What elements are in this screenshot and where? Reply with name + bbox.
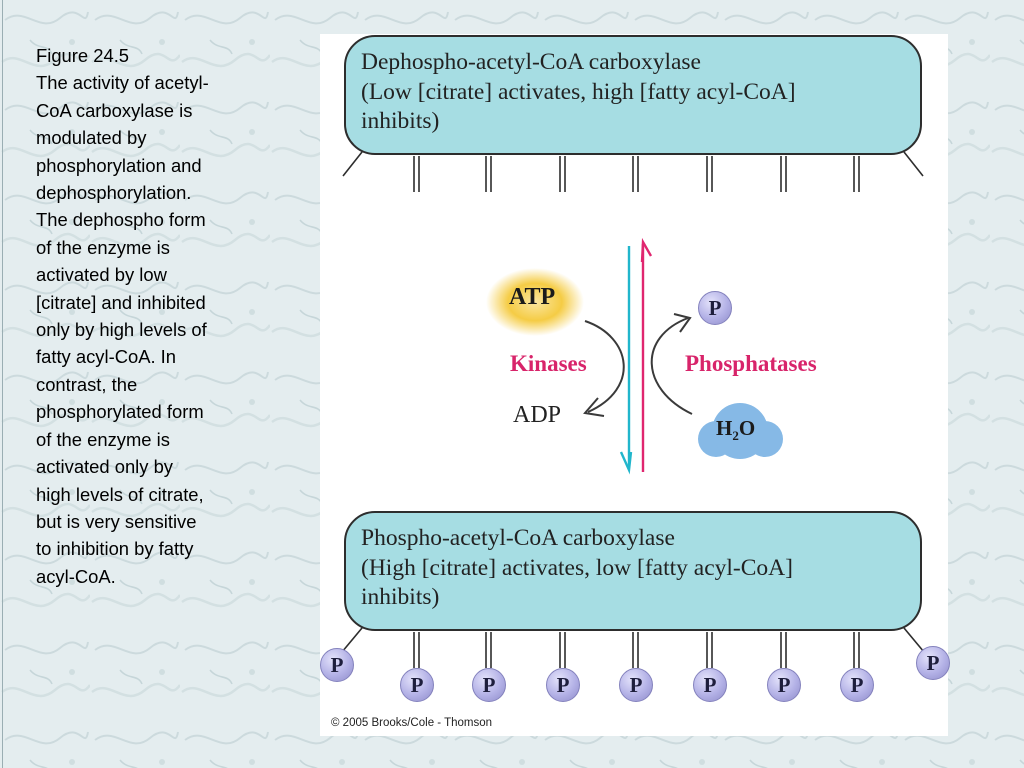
caption-line: only by high levels of [36, 319, 207, 341]
copyright-credit: © 2005 Brooks/Cole - Thomson [331, 717, 493, 729]
caption-line: but is very sensitive [36, 510, 197, 532]
kinases-label: Kinases [510, 351, 587, 376]
phosphate-icon: P [320, 648, 354, 682]
dephospho-enzyme-label: Dephospho-acetyl-CoA carboxylase (Low [c… [361, 48, 941, 137]
water-label-h: H [716, 416, 733, 440]
caption-line: CoA carboxylase is [36, 99, 193, 121]
enzyme-name: Phospho-acetyl-CoA carboxylase [361, 525, 675, 551]
caption-line: [citrate] and inhibited [36, 291, 206, 313]
caption-line: dephosphorylation. [36, 182, 192, 204]
phosphate-icon: P [840, 668, 874, 702]
phosphate-icon: P [693, 668, 727, 702]
slide-left-rule [2, 0, 3, 768]
figure-caption: Figure 24.5 The activity of acetyl- CoA … [36, 42, 262, 590]
enzyme-regulation: (High [citrate] activates, low [fatty ac… [361, 554, 793, 581]
enzyme-name: Dephospho-acetyl-CoA carboxylase [361, 49, 701, 75]
caption-line: contrast, the [36, 373, 138, 395]
atp-label: ATP [509, 284, 556, 310]
caption-line: of the enzyme is [36, 428, 170, 450]
adp-label: ADP [513, 402, 562, 428]
atp-glow [486, 268, 584, 336]
phosphatases-label: Phosphatases [685, 351, 817, 376]
phosphate-icon: P [400, 668, 434, 702]
enzyme-regulation: inhibits) [361, 584, 440, 610]
kinase-curved-arrow [583, 320, 625, 417]
caption-line: to inhibition by fatty [36, 538, 194, 560]
caption-line: acyl-CoA. [36, 565, 116, 587]
top-enzyme-legs [342, 151, 924, 192]
phosphate-icon: P [472, 668, 506, 702]
phosphorylation-arrow [640, 237, 653, 472]
caption-line: phosphorylated form [36, 401, 204, 423]
caption-line: fatty acyl-CoA. In [36, 346, 177, 368]
figure-panel: Dephospho-acetyl-CoA carboxylase (Low [c… [320, 34, 950, 736]
caption-line: Figure 24.5 [36, 45, 130, 66]
caption-line: The dephospho form [36, 209, 206, 231]
diagram-graphics [342, 35, 924, 475]
phosphate-icon: P [546, 668, 580, 702]
dephospho-enzyme-box [344, 35, 922, 155]
enzyme-regulation: (Low [citrate] activates, high [fatty ac… [361, 78, 796, 105]
caption-line: of the enzyme is [36, 236, 170, 258]
water-label-subscript: 2 [732, 428, 739, 444]
phosphate-icon: P [698, 291, 732, 325]
dephosphorylation-arrow [619, 246, 633, 475]
water-label-o: O [738, 416, 756, 440]
phosphate-icon: P [767, 668, 801, 702]
caption-line: activated by low [36, 264, 167, 286]
caption-line: The activity of acetyl- [36, 72, 209, 94]
caption-line: high levels of citrate, [36, 483, 204, 505]
water-molecule-icon [698, 403, 783, 459]
phosphate-icon: P [619, 668, 653, 702]
caption-line: phosphorylation and [36, 154, 202, 176]
phosphatase-curved-arrow [650, 313, 693, 415]
caption-line: activated only by [36, 456, 173, 478]
enzyme-regulation: inhibits) [361, 108, 440, 134]
water-label: H2O [716, 416, 755, 444]
phosphate-icon: P [916, 646, 950, 680]
phospho-enzyme-label: Phospho-acetyl-CoA carboxylase (High [ci… [361, 524, 941, 613]
caption-line: modulated by [36, 127, 147, 149]
